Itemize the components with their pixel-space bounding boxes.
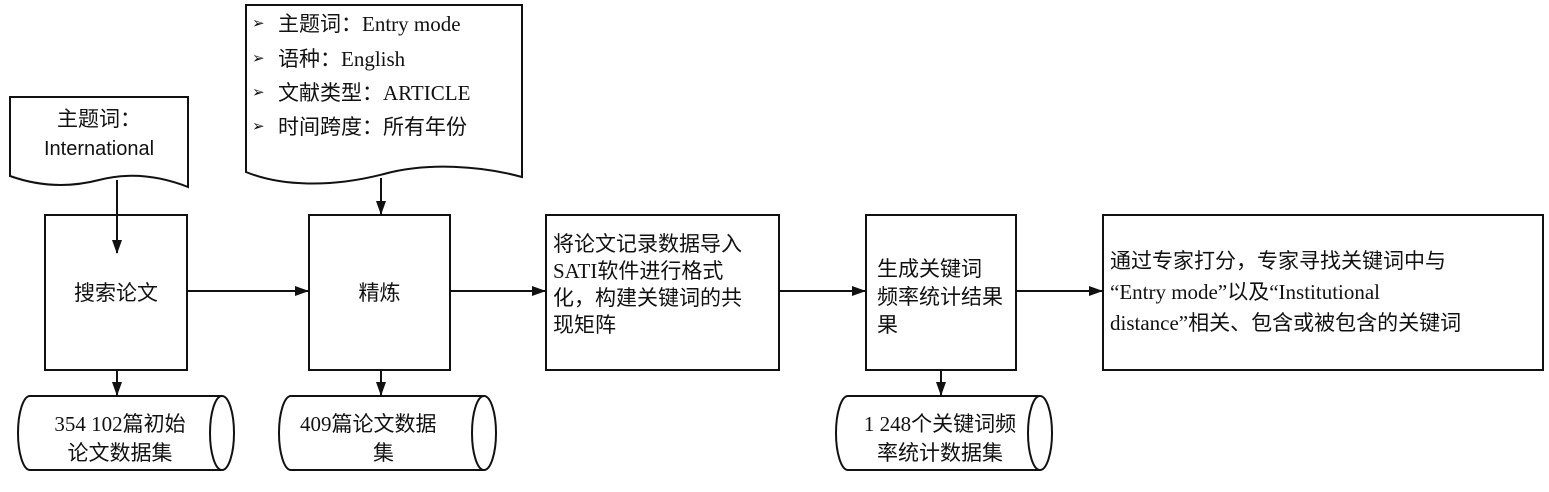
expert-box-shape bbox=[1102, 214, 1544, 371]
import-box-line1: 将论文记录数据导入 bbox=[553, 232, 742, 256]
search-papers-label: 搜索论文 bbox=[74, 281, 158, 305]
initial-dataset-line1: 354 102篇初始 bbox=[54, 412, 186, 436]
input-doc-left-line1: 主题词： bbox=[57, 107, 141, 131]
generate-box-line1: 生成关键词 bbox=[877, 257, 982, 281]
input-doc-shape-left bbox=[9, 96, 189, 189]
arrow-bullet-icon: ➢ bbox=[252, 117, 265, 135]
input-doc-shape-top bbox=[245, 4, 523, 185]
import-box-line2: SATI软件进行格式 bbox=[553, 259, 724, 283]
import-box-shape bbox=[545, 214, 780, 371]
refined-dataset-line2: 集 bbox=[373, 441, 394, 465]
refine-box-shape bbox=[308, 214, 451, 371]
import-box-line4: 现矩阵 bbox=[553, 313, 616, 337]
arrow-bullet-icon: ➢ bbox=[252, 14, 265, 32]
keywords-dataset-line1: 1 248个关键词频 bbox=[863, 412, 1017, 436]
refined-dataset-line1: 409篇论文数据 bbox=[300, 412, 437, 436]
generate-box-line2: 频率统计结果 bbox=[877, 285, 1003, 309]
expert-box-line3: distance”相关、包含或被包含的关键词 bbox=[1110, 311, 1462, 335]
refine-label: 精炼 bbox=[358, 281, 401, 305]
filter-item: ➢ 语种：English bbox=[252, 47, 406, 71]
input-doc-left-line2: International bbox=[43, 138, 155, 160]
arrow-bullet-icon: ➢ bbox=[252, 83, 265, 101]
expert-box-line1: 通过专家打分，专家寻找关键词中与 bbox=[1110, 249, 1446, 273]
filter-item: ➢ 主题词：Entry mode bbox=[252, 12, 461, 36]
arrow-bullet-icon: ➢ bbox=[252, 49, 265, 67]
import-box-line3: 化，构建关键词的共 bbox=[553, 286, 742, 310]
filter-item: ➢ 文献类型：ARTICLE bbox=[252, 81, 471, 105]
expert-box-line2: “Entry mode”以及“Institutional bbox=[1110, 280, 1381, 304]
generate-box-line3: 果 bbox=[877, 313, 898, 337]
initial-dataset-line2: 论文数据集 bbox=[67, 441, 173, 465]
filter-item: ➢ 时间跨度：所有年份 bbox=[252, 115, 467, 139]
keywords-dataset-line2: 率统计数据集 bbox=[877, 441, 1003, 465]
